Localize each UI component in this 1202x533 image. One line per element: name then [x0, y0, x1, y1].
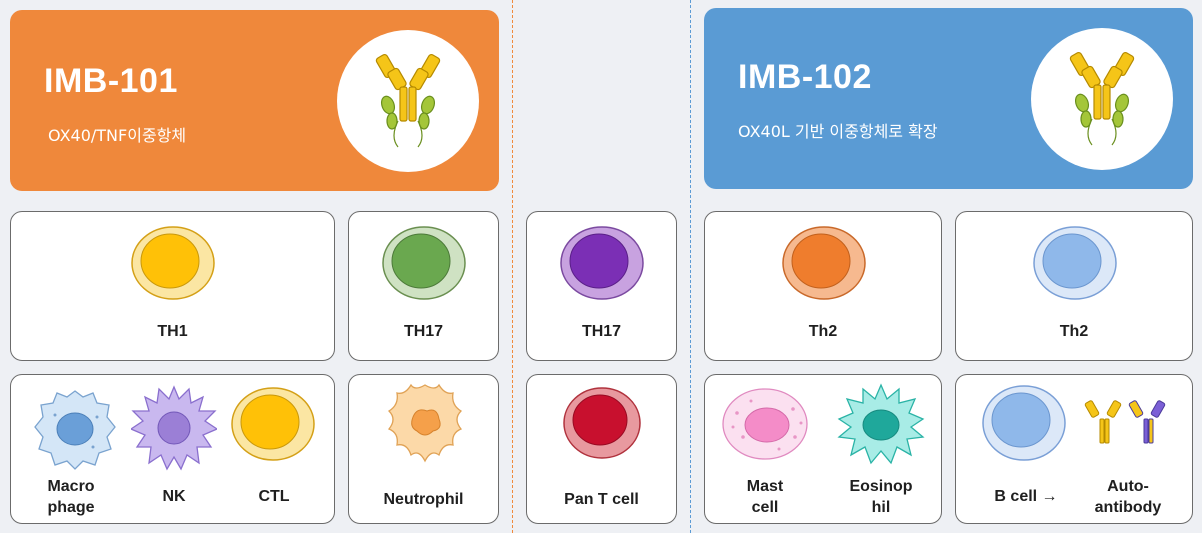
th1-cell-icon — [131, 226, 215, 300]
divider-orange — [512, 0, 513, 533]
imb101-subtitle: OX40/TNF이중항체 — [48, 126, 187, 145]
th17-label: TH17 — [581, 323, 622, 340]
th17-cell-icon — [382, 226, 466, 300]
pan-t-cell-icon — [563, 387, 641, 459]
th17-cell-icon — [560, 226, 644, 300]
th2-cell-icon — [1033, 226, 1117, 300]
bispecific-antibody-icon — [1069, 51, 1135, 146]
ctl-cell-icon — [231, 387, 315, 461]
neutrophil-label: Neutrophil — [383, 491, 464, 508]
bispecific-antibody-icon — [375, 53, 441, 148]
b-cell-icon — [982, 385, 1066, 461]
antibody-icon-circle — [1031, 28, 1173, 170]
th2-cell-icon — [782, 226, 866, 300]
card-pan-t-cell: Pan T cell — [526, 374, 677, 524]
card-neutrophil: Neutrophil — [348, 374, 499, 524]
eosinophil-icon — [837, 383, 925, 467]
card-th17-left: TH17 — [348, 211, 499, 361]
neutrophil-icon — [385, 381, 465, 465]
card-th2-b: Th2 — [955, 211, 1193, 361]
autoantibody-icon — [1084, 399, 1170, 449]
th17-label: TH17 — [403, 323, 444, 340]
card-th17-mid: TH17 — [526, 211, 677, 361]
pan-t-cell-label: Pan T cell — [564, 491, 639, 508]
th2-label: Th2 — [1059, 323, 1089, 340]
nk-cell-icon — [131, 385, 217, 471]
antibody-icon-circle — [337, 30, 479, 172]
mast-cell-icon — [721, 387, 809, 461]
imb102-title: IMB-102 — [738, 58, 872, 96]
nk-label: NK — [162, 488, 186, 505]
imb102-header: IMB-102 OX40L 기반 이중항체로 확장 — [704, 8, 1193, 189]
autoantibody-label: Auto-antibody — [1094, 478, 1162, 516]
imb101-title: IMB-101 — [44, 62, 178, 100]
macrophage-icon — [33, 387, 117, 471]
ctl-label: CTL — [258, 488, 290, 505]
b-cell-label: B cell → — [994, 488, 1058, 505]
card-th2-a: Th2 — [704, 211, 942, 361]
card-bcell-autoantibody: B cell → Auto-antibody — [955, 374, 1193, 524]
imb102-subtitle: OX40L 기반 이중항체로 확장 — [738, 122, 938, 141]
divider-blue — [690, 0, 691, 533]
imb101-header: IMB-101 OX40/TNF이중항체 — [10, 10, 499, 191]
card-th1: TH1 — [10, 211, 335, 361]
th1-label: TH1 — [157, 323, 188, 340]
th2-label: Th2 — [808, 323, 838, 340]
